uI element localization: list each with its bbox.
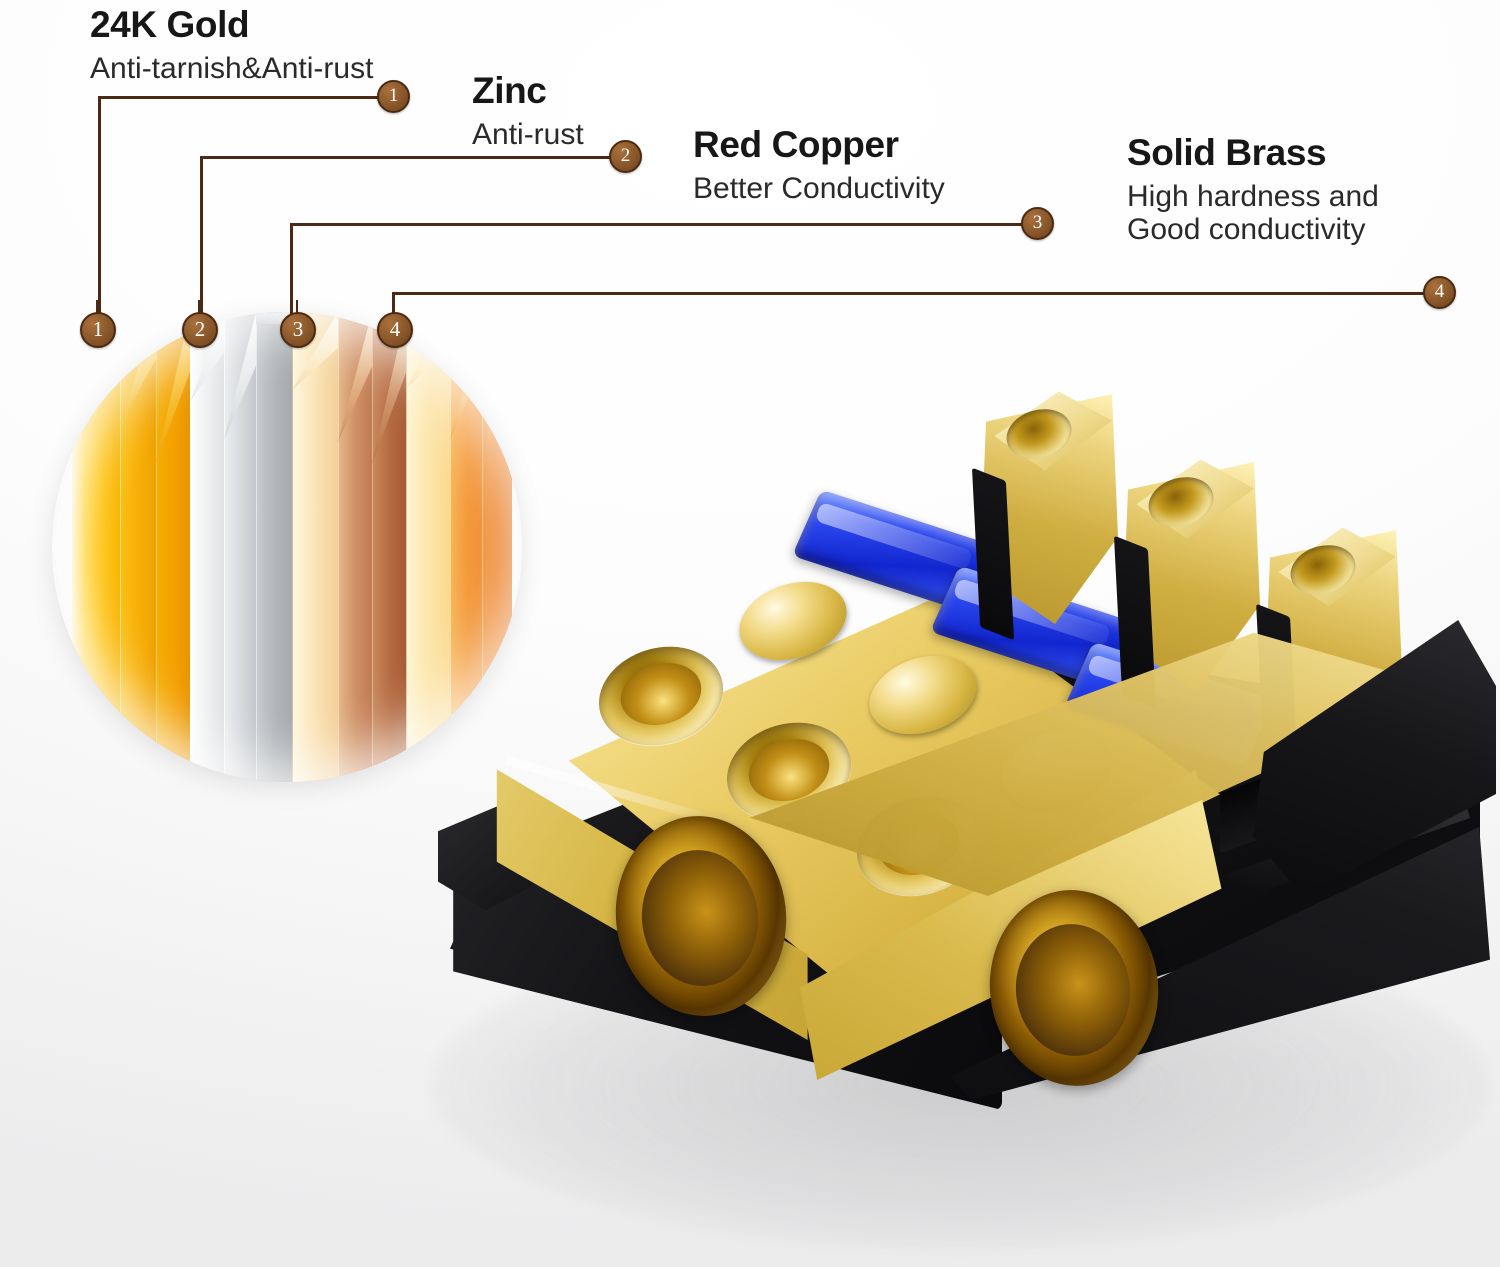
layer-marker-3-label: 3 (292, 316, 304, 341)
layer-marker-badge-1[interactable]: 1 (80, 312, 116, 348)
layer-marker-badge-2[interactable]: 2 (182, 312, 218, 348)
layer-tick-1 (96, 300, 98, 316)
leader-line-3-horizontal (290, 223, 1038, 226)
layer-marker-4-label: 4 (389, 316, 401, 341)
layer-band-zinc-outer (190, 312, 224, 782)
layer-marker-2-label: 2 (194, 316, 206, 341)
leader-line-1-horizontal (98, 96, 386, 99)
callout-1-heading: 24K Gold (90, 4, 250, 45)
callout-4-heading: Solid Brass (1127, 132, 1327, 173)
callout-badge-3-label: 3 (1032, 211, 1043, 233)
leader-line-2-vertical (200, 156, 203, 318)
leader-line-1-vertical (98, 96, 101, 318)
layer-bands (52, 312, 522, 782)
layer-band-gold-outer (72, 312, 120, 782)
layer-band-copper-outer (292, 312, 338, 782)
layer-tick-4 (393, 300, 395, 316)
callout-3-heading: Red Copper (693, 124, 899, 165)
callout-3-text: Red Copper Better Conductivity (693, 126, 945, 205)
callout-badge-3[interactable]: 3 (1021, 207, 1054, 240)
gold-plated-fuse-distribution-block[interactable] (420, 380, 1500, 1260)
material-layer-cross-section (52, 312, 522, 782)
callout-4-text: Solid Brass High hardness and Good condu… (1127, 134, 1379, 247)
callout-badge-4[interactable]: 4 (1423, 276, 1456, 309)
callout-badge-2[interactable]: 2 (609, 140, 642, 173)
callout-4-subtitle-line2: Good conductivity (1127, 213, 1366, 247)
callout-3-subtitle: Better Conductivity (693, 171, 945, 205)
leader-line-3-vertical (290, 223, 293, 318)
layer-marker-1-label: 1 (92, 316, 104, 341)
callout-badge-2-label: 2 (620, 144, 631, 166)
layer-band-zinc-inner (256, 312, 292, 782)
callout-4-subtitle-line1: High hardness and (1127, 179, 1379, 213)
layer-tick-3 (296, 300, 298, 316)
callout-1-subtitle: Anti-tarnish&Anti-rust (90, 51, 374, 85)
layer-band-brass-outer (406, 312, 450, 782)
layer-tick-2 (198, 300, 200, 316)
callout-1-text: 24K Gold Anti-tarnish&Anti-rust (90, 6, 373, 85)
leader-line-2-horizontal (200, 156, 625, 159)
callout-badge-1-label: 1 (388, 84, 399, 106)
callout-2-heading: Zinc (472, 70, 547, 111)
layer-marker-badge-4[interactable]: 4 (377, 312, 413, 348)
callout-badge-4-label: 4 (1434, 280, 1445, 302)
leader-line-4-horizontal (392, 292, 1440, 295)
layer-marker-badge-3[interactable]: 3 (280, 312, 316, 348)
callout-2-subtitle: Anti-rust (472, 117, 584, 151)
callout-2-text: Zinc Anti-rust (472, 72, 584, 151)
callout-badge-1[interactable]: 1 (377, 80, 410, 113)
